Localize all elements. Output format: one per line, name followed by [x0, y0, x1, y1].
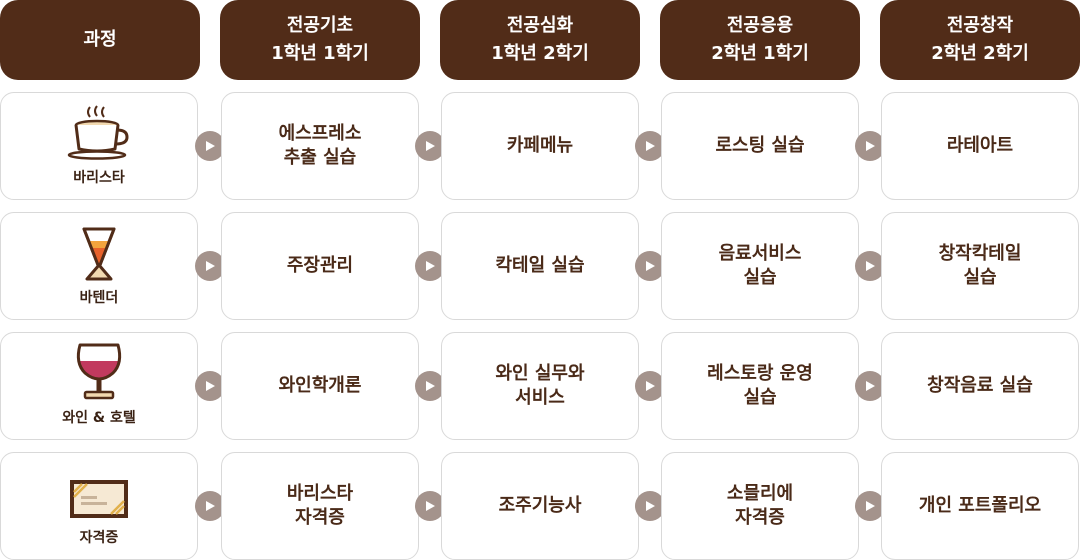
header-title: 전공응용: [726, 15, 794, 36]
header-subtitle: 1학년 2학기: [491, 43, 589, 64]
course-cell: 바리스타 자격증: [221, 452, 419, 560]
course-line: 와인학개론: [278, 375, 362, 396]
header-semester-4: 전공창작 2학년 2학기: [880, 0, 1080, 80]
course-cell: 라테아트: [881, 92, 1079, 200]
course-cell: 와인 실무와 서비스: [441, 332, 639, 440]
header-course-label: 과정: [83, 29, 117, 50]
course-line: 에스프레소: [278, 123, 362, 144]
course-cell: 레스토랑 운영 실습: [661, 332, 859, 440]
course-line: 서비스: [515, 387, 565, 408]
course-line: 추출 실습: [283, 147, 357, 168]
category-wine-hotel: 와인 & 호텔: [0, 332, 198, 440]
category-bartender: 바텐더: [0, 212, 198, 320]
course-line: 카페메뉴: [506, 135, 574, 156]
course-line: 실습: [743, 267, 777, 288]
header-title: 전공창작: [946, 15, 1014, 36]
header-semester-3: 전공응용 2학년 1학기: [660, 0, 860, 80]
arrow-icon: [415, 371, 445, 401]
arrow-icon: [195, 491, 225, 521]
course-cell: 창작칵테일 실습: [881, 212, 1079, 320]
arrow-icon: [855, 371, 885, 401]
course-cell: 음료서비스 실습: [661, 212, 859, 320]
header-course: 과정: [0, 0, 200, 80]
arrow-icon: [855, 131, 885, 161]
course-cell: 주장관리: [221, 212, 419, 320]
arrow-icon: [635, 371, 665, 401]
category-label: 바텐더: [79, 290, 119, 306]
course-line: 실습: [963, 267, 997, 288]
course-cell: 와인학개론: [221, 332, 419, 440]
course-cell: 칵테일 실습: [441, 212, 639, 320]
arrow-icon: [415, 491, 445, 521]
arrow-icon: [855, 491, 885, 521]
course-line: 개인 포트폴리오: [918, 495, 1042, 516]
course-cell: 개인 포트폴리오: [881, 452, 1079, 560]
course-line: 칵테일 실습: [495, 255, 585, 276]
course-line: 라테아트: [946, 135, 1014, 156]
category-barista: 바리스타: [0, 92, 198, 200]
header-title: 전공기초: [286, 15, 354, 36]
header-subtitle: 2학년 2학기: [931, 43, 1029, 64]
certificate-icon: [70, 480, 128, 518]
header-title: 전공심화: [506, 15, 574, 36]
category-label: 자격증: [79, 530, 119, 546]
course-line: 레스토랑 운영: [707, 363, 813, 384]
arrow-icon: [415, 251, 445, 281]
course-cell: 소믈리에 자격증: [661, 452, 859, 560]
header-semester-1: 전공기초 1학년 1학기: [220, 0, 420, 80]
category-label: 바리스타: [73, 170, 125, 186]
course-line: 창작음료 실습: [927, 375, 1033, 396]
course-line: 음료서비스: [718, 243, 802, 264]
course-line: 주장관리: [286, 255, 354, 276]
coffee-cup-icon: [67, 105, 129, 160]
arrow-icon: [195, 371, 225, 401]
category-label: 와인 & 호텔: [62, 410, 136, 426]
course-cell: 카페메뉴: [441, 92, 639, 200]
header-subtitle: 2학년 1학기: [711, 43, 809, 64]
category-certificate: 자격증: [0, 452, 198, 560]
course-line: 와인 실무와: [495, 363, 585, 384]
header-subtitle: 1학년 1학기: [271, 43, 369, 64]
cocktail-glass-icon: [82, 227, 116, 281]
arrow-icon: [635, 491, 665, 521]
arrow-icon: [855, 251, 885, 281]
header-semester-2: 전공심화 1학년 2학기: [440, 0, 640, 80]
course-line: 자격증: [295, 507, 345, 528]
course-line: 창작칵테일: [938, 243, 1022, 264]
arrow-icon: [635, 251, 665, 281]
arrow-icon: [415, 131, 445, 161]
arrow-icon: [635, 131, 665, 161]
arrow-icon: [195, 251, 225, 281]
arrow-icon: [195, 131, 225, 161]
course-line: 바리스타: [286, 483, 354, 504]
course-line: 자격증: [735, 507, 785, 528]
course-line: 조주기능사: [498, 495, 582, 516]
course-line: 로스팅 실습: [715, 135, 805, 156]
course-cell: 로스팅 실습: [661, 92, 859, 200]
course-cell: 에스프레소 추출 실습: [221, 92, 419, 200]
course-cell: 조주기능사: [441, 452, 639, 560]
wine-glass-icon: [76, 343, 122, 400]
course-line: 소믈리에: [726, 483, 794, 504]
course-line: 실습: [743, 387, 777, 408]
course-cell: 창작음료 실습: [881, 332, 1079, 440]
